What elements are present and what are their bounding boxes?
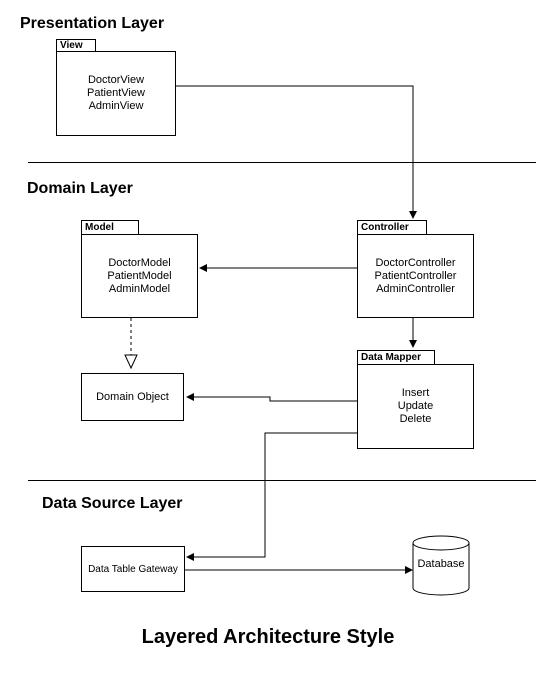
- model-item: DoctorModel: [108, 256, 171, 269]
- presentation-layer-title: Presentation Layer: [20, 15, 165, 32]
- layer-divider-1: [28, 162, 536, 163]
- domain-object-label: Domain Object: [96, 390, 169, 403]
- data-mapper-package[interactable]: Insert Update Delete: [357, 364, 474, 449]
- arrow-view-to-controller: [175, 85, 417, 219]
- data-source-layer-title: Data Source Layer: [42, 495, 183, 512]
- view-item: AdminView: [88, 100, 144, 112]
- controller-item: PatientController: [374, 269, 457, 282]
- domain-layer-title: Domain Layer: [27, 180, 133, 197]
- arrow-datamapper-to-gateway: [186, 432, 357, 561]
- controller-package[interactable]: DoctorController PatientController Admin…: [357, 234, 474, 318]
- model-package-tab: Model: [81, 220, 139, 235]
- generalization-triangle: [124, 354, 138, 370]
- database-label: Database: [417, 558, 465, 570]
- diagram-title: Layered Architecture Style: [141, 626, 395, 648]
- layer-divider-2: [28, 480, 536, 481]
- controller-item: AdminController: [376, 282, 455, 295]
- controller-package-tab: Controller: [357, 220, 427, 235]
- data-mapper-item: Update: [397, 400, 434, 412]
- model-package[interactable]: DoctorModel PatientModel AdminModel: [81, 234, 198, 318]
- view-package[interactable]: DoctorView PatientView AdminView: [56, 51, 176, 136]
- controller-item: DoctorController: [375, 256, 456, 269]
- model-item: AdminModel: [108, 282, 171, 295]
- arrow-datamapper-to-domainobject: [186, 393, 357, 402]
- view-item: DoctorView: [87, 74, 145, 86]
- domain-object-box[interactable]: Domain Object: [81, 373, 184, 421]
- data-table-gateway-box[interactable]: Data Table Gateway: [81, 546, 185, 592]
- data-mapper-package-tab: Data Mapper: [357, 350, 435, 365]
- data-table-gateway-label: Data Table Gateway: [88, 563, 178, 575]
- model-item: PatientModel: [107, 269, 172, 282]
- database-icon[interactable]: [412, 535, 470, 597]
- data-mapper-item: Delete: [399, 413, 432, 425]
- data-mapper-item: Insert: [401, 387, 430, 399]
- view-item: PatientView: [87, 87, 145, 99]
